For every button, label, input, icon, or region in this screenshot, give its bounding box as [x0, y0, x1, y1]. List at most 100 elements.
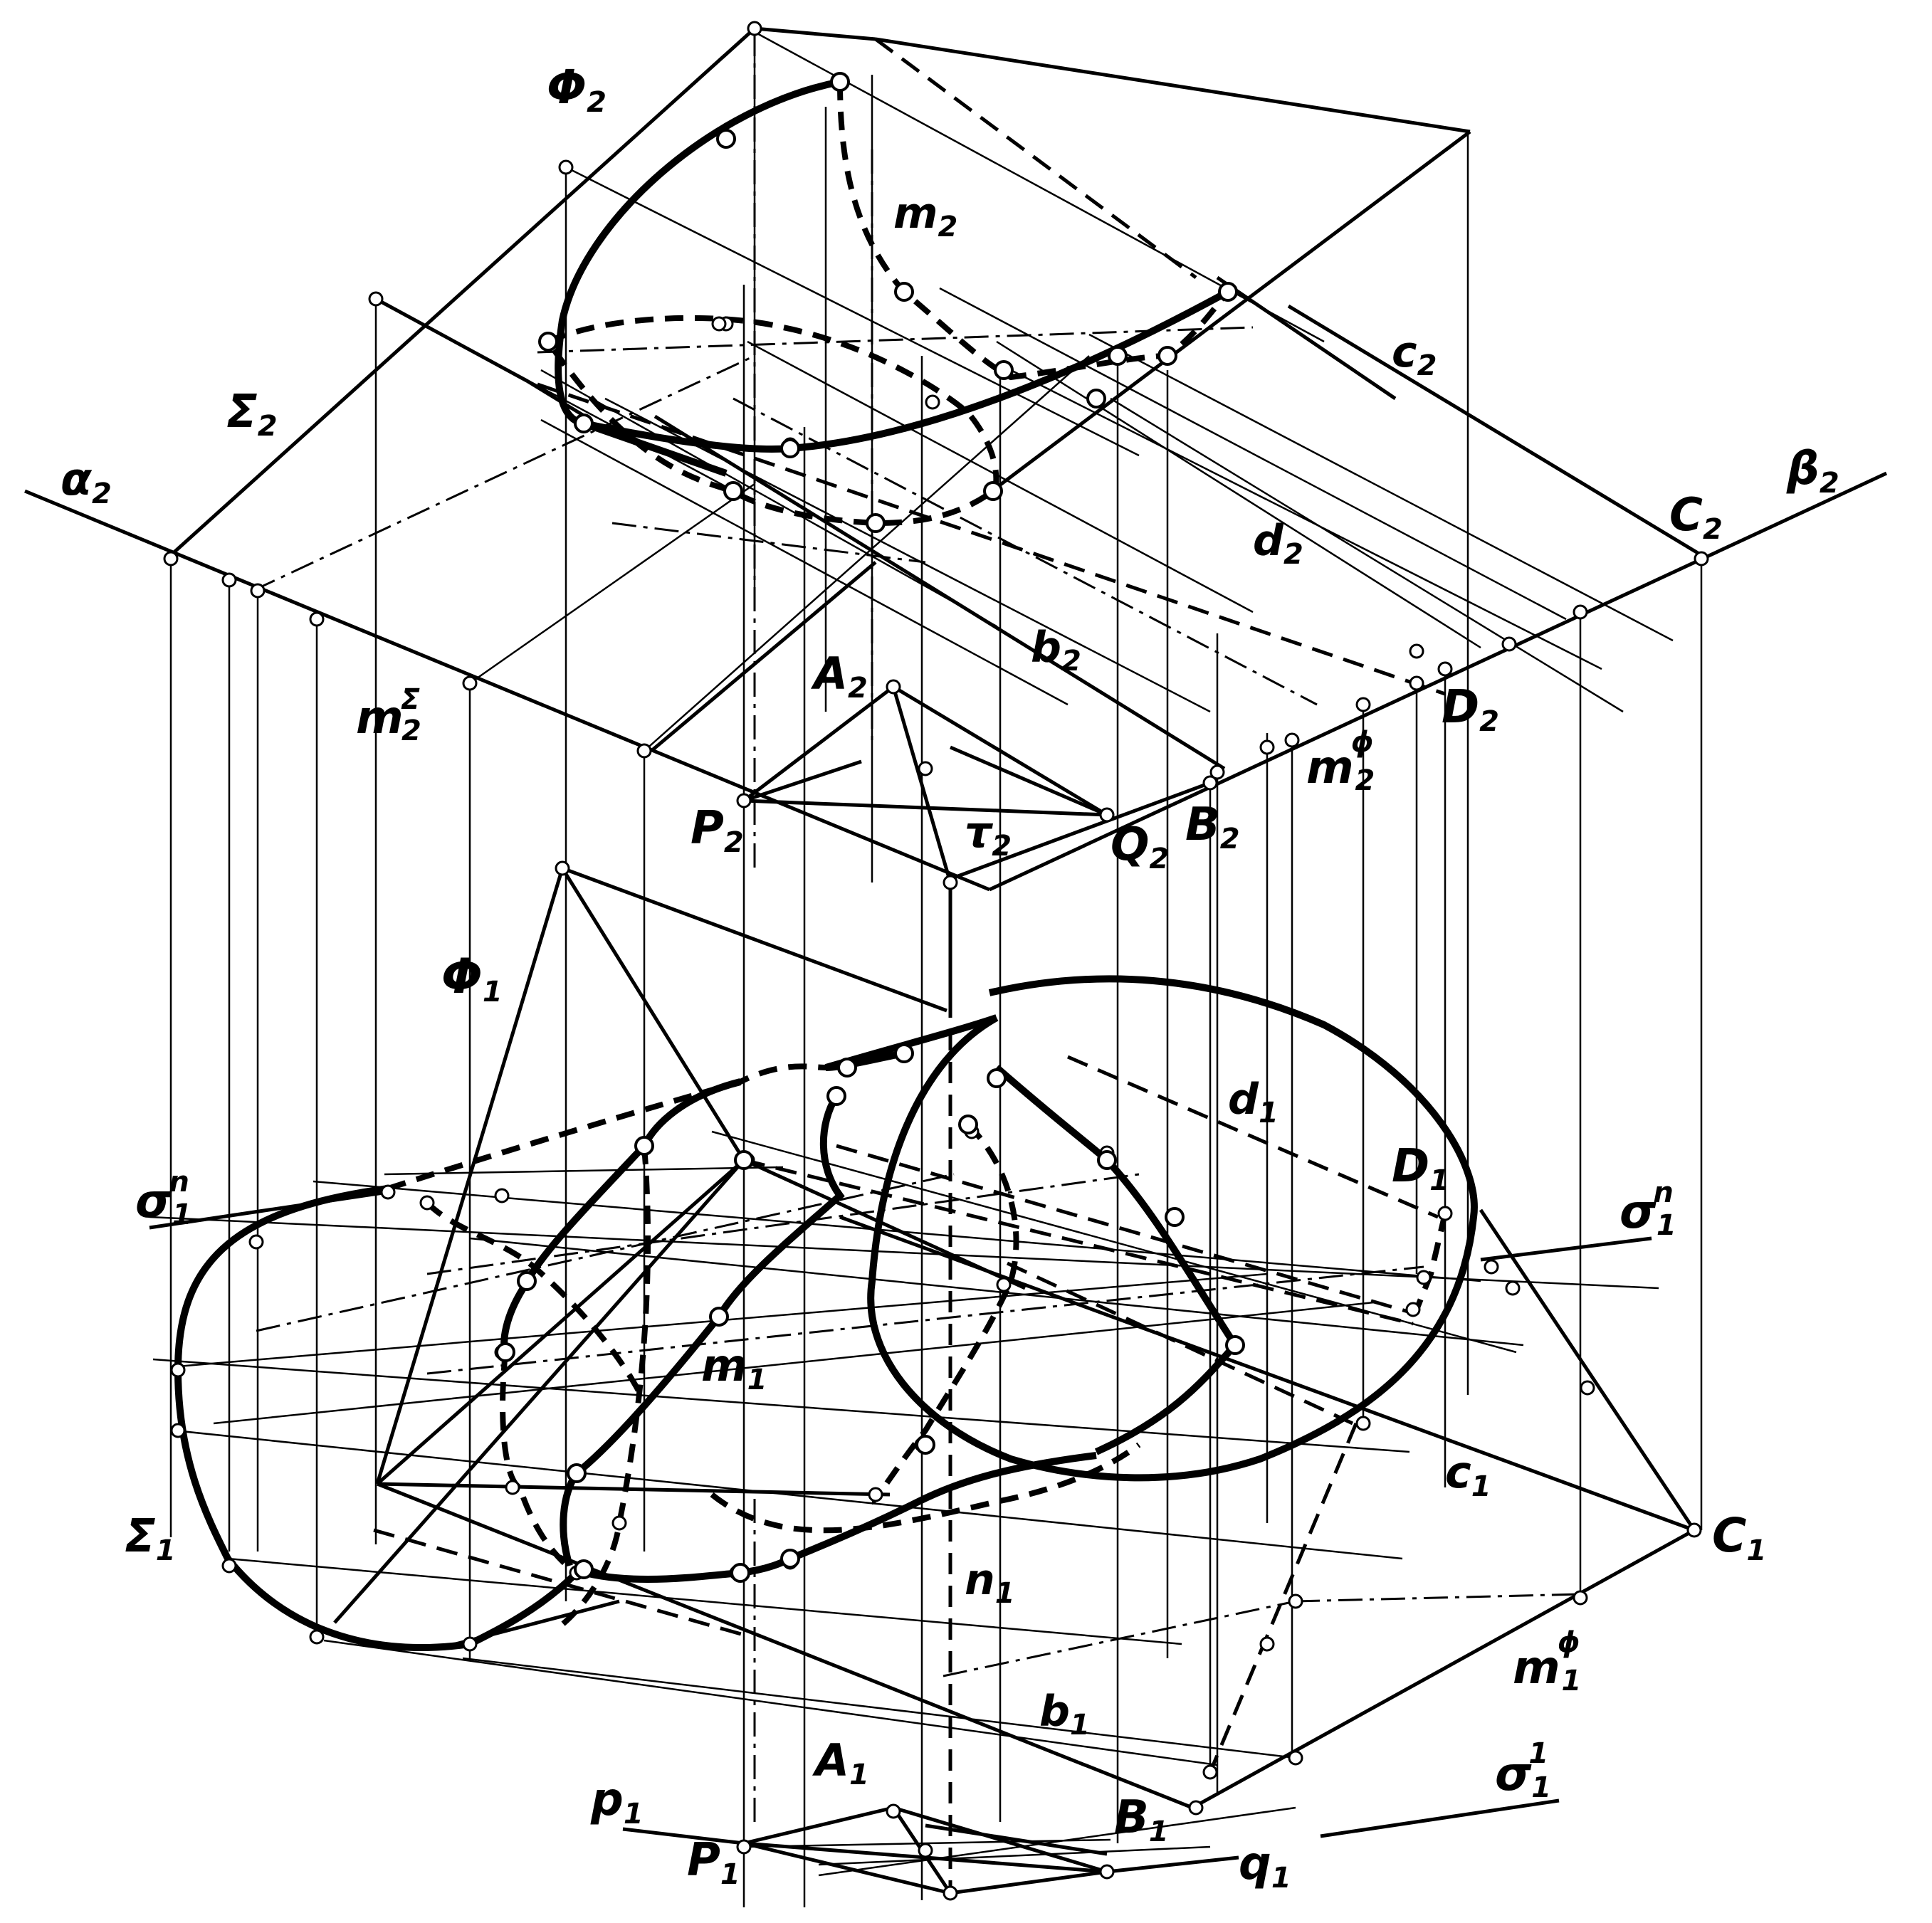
label-c1: c1 — [1445, 1446, 1491, 1503]
curve-m1-hidden-mid — [553, 1145, 651, 1633]
edge-line — [839, 1215, 1695, 1532]
construction-line — [384, 1166, 784, 1176]
point — [736, 793, 752, 808]
label-c2: c2 — [1392, 327, 1437, 382]
hidden-line — [537, 382, 1446, 696]
edge-line — [742, 685, 895, 802]
point — [736, 1839, 752, 1855]
curve-m1-bottom-left — [572, 1555, 792, 1584]
construction-line — [227, 1557, 1182, 1645]
label-m2: m2 — [893, 189, 957, 243]
point — [309, 1629, 325, 1645]
label-alpha2: α2 — [61, 453, 112, 510]
curve-point — [866, 513, 886, 533]
curve-point — [716, 129, 736, 149]
label-sigma1: Σ1 — [125, 1510, 176, 1567]
label-tau2: τ2 — [965, 808, 1012, 863]
construction-line — [818, 1845, 1211, 1866]
construction-line — [149, 1216, 1659, 1290]
curve-sigma1-upper — [174, 1185, 389, 1371]
construction-line — [152, 1358, 1410, 1453]
edge-line — [893, 1806, 1108, 1874]
edge-line — [377, 1482, 1193, 1810]
edge-line — [925, 1823, 1108, 1856]
edge-line — [377, 1482, 891, 1497]
hidden-lines — [373, 28, 1446, 1886]
label-b2: b2 — [1031, 623, 1081, 678]
point — [996, 1277, 1012, 1292]
edge-line — [560, 867, 746, 1161]
curve-point — [1165, 1207, 1185, 1227]
curve-point — [1097, 1150, 1117, 1170]
point — [1437, 1206, 1453, 1221]
label-beta2: β2 — [1786, 443, 1839, 500]
edge-line — [950, 745, 1108, 817]
curve-point — [780, 438, 800, 458]
curve-point — [574, 1559, 594, 1579]
curve-point — [1157, 346, 1177, 366]
point — [309, 611, 325, 627]
point — [868, 1487, 883, 1502]
label-P1: P1 — [687, 1834, 740, 1891]
curve-point — [567, 1463, 587, 1483]
curve-m2-hidden — [837, 81, 1231, 381]
point — [462, 1636, 478, 1652]
hidden-line — [1208, 1423, 1358, 1773]
point — [163, 551, 179, 567]
point — [1405, 1302, 1421, 1317]
curve-point — [1108, 346, 1128, 366]
edge-line — [562, 866, 947, 1013]
hidden-line — [743, 1158, 1414, 1326]
point — [943, 1885, 958, 1901]
label-A1: A1 — [812, 1734, 869, 1791]
label-q1: q1 — [1239, 1838, 1291, 1895]
label-m1: m1 — [701, 1339, 767, 1396]
point — [636, 743, 652, 759]
curve-m1-hidden-right — [871, 1122, 1019, 1505]
curve-m1-left — [500, 1078, 742, 1354]
edge-line — [1106, 1855, 1239, 1874]
hidden-line — [1067, 1055, 1439, 1219]
label-Q2: Q2 — [1111, 818, 1169, 875]
label-P2: P2 — [691, 802, 744, 859]
curve-top-hidden — [387, 1063, 826, 1191]
curve-point — [1225, 1335, 1245, 1355]
point — [1484, 1259, 1499, 1275]
point — [1288, 1750, 1303, 1766]
point — [221, 1558, 237, 1574]
curve-hidden-arc — [425, 1201, 644, 1396]
edge-line — [169, 27, 756, 557]
hidden-line — [836, 1144, 1414, 1315]
label-phi2: Φ2 — [547, 60, 607, 119]
edge-line — [650, 561, 877, 752]
edge-line — [375, 868, 565, 1485]
point — [886, 679, 901, 695]
label-p1: p1 — [590, 1774, 644, 1830]
construction-line — [565, 166, 1140, 457]
point — [747, 21, 762, 36]
curve-point — [894, 282, 914, 302]
edge-line — [1480, 1236, 1652, 1262]
point — [925, 394, 940, 410]
construction-line — [939, 287, 1567, 621]
point — [943, 875, 958, 890]
edge-line — [374, 297, 528, 383]
point — [1501, 636, 1517, 652]
label-d2: d2 — [1253, 516, 1303, 571]
curve-ellipse — [867, 975, 1478, 1482]
axis-line — [1295, 1593, 1581, 1603]
curve-point — [730, 1563, 750, 1583]
label-b1: b1 — [1039, 1687, 1090, 1742]
construction-line — [996, 340, 1481, 649]
point — [1284, 732, 1300, 748]
edge-line — [24, 489, 990, 892]
curve-join — [468, 1570, 579, 1648]
label-B2: B2 — [1185, 799, 1240, 855]
point — [170, 1362, 186, 1378]
curve-point — [826, 1086, 846, 1106]
label-D2: D2 — [1442, 681, 1499, 738]
